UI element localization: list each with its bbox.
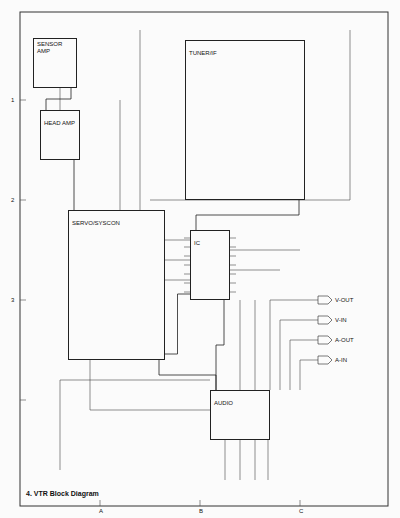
block-label: IC xyxy=(191,238,203,249)
signal-label: A-IN xyxy=(334,357,348,364)
signal-wire xyxy=(46,88,71,110)
block-label: AUDIO xyxy=(211,398,236,409)
signal-wire xyxy=(216,300,224,390)
signal-wire xyxy=(159,360,216,390)
block-box: SERVO/SYSCON xyxy=(68,210,165,360)
signal-wire xyxy=(74,160,75,210)
block-label: HEAD AMP xyxy=(41,118,78,129)
block-box: AUDIO xyxy=(210,390,270,440)
block-label: TUNER/IF xyxy=(186,48,220,59)
signal-label: A xyxy=(98,508,104,515)
signal-label: C xyxy=(298,508,304,515)
signal-label: 1 xyxy=(10,97,15,104)
signal-wire xyxy=(165,294,190,354)
signal-label: V-OUT xyxy=(334,297,354,304)
signal-wire xyxy=(196,200,299,230)
signal-label: 2 xyxy=(10,197,15,204)
block-label: SERVO/SYSCON xyxy=(69,218,123,229)
diagram-title: 4. VTR Block Diagram xyxy=(26,490,99,497)
signal-label: V-IN xyxy=(334,317,348,324)
signal-label: B xyxy=(198,508,204,515)
block-box: TUNER/IF xyxy=(185,40,305,200)
block-box: HEAD AMP xyxy=(40,110,80,160)
signal-label: 3 xyxy=(10,297,15,304)
block-box: IC xyxy=(190,230,230,300)
block-label: SENSOR AMP xyxy=(34,39,76,57)
block-box: SENSOR AMP xyxy=(33,38,77,88)
signal-label: A-OUT xyxy=(334,337,355,344)
